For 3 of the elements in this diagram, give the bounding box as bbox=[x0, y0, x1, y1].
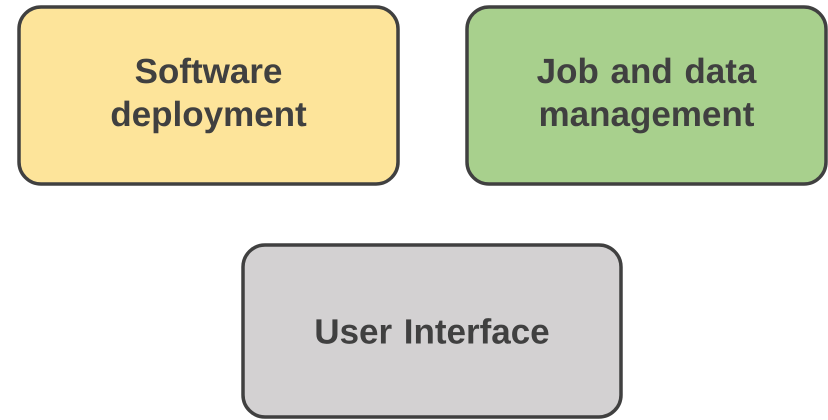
process-box: User Interface bbox=[241, 243, 623, 419]
process-box: Job and data management bbox=[465, 5, 828, 186]
process-box: Software deployment bbox=[17, 5, 400, 186]
